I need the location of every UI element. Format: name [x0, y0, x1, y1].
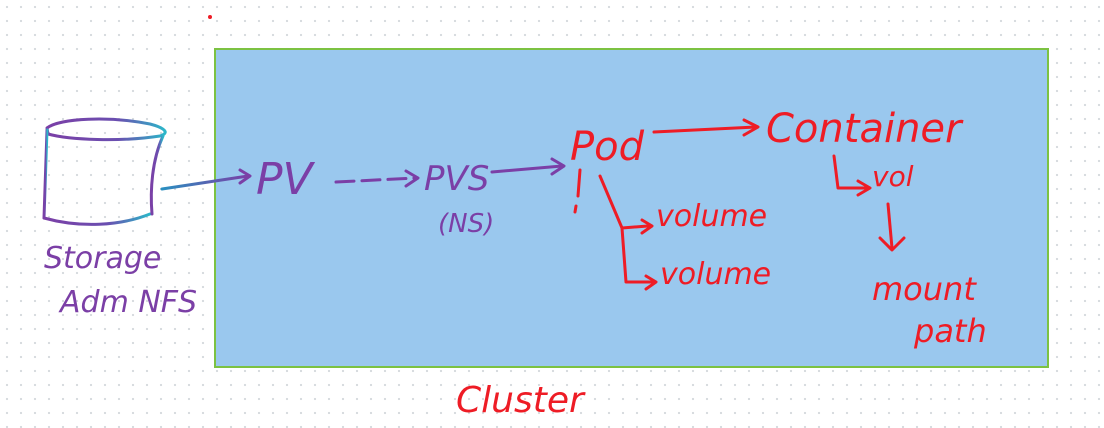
volume-2-label: volume — [660, 257, 771, 292]
container-vol-branch — [832, 154, 870, 190]
storage-label-line1: Storage — [44, 241, 161, 276]
arrowhead-volume-1 — [640, 218, 654, 235]
pvs-namespace-note: (NS) — [438, 209, 494, 239]
storage-cylinder-icon — [42, 117, 167, 226]
cluster-label: Cluster — [456, 380, 586, 421]
pod-label: Pod — [570, 124, 645, 170]
arrowhead-pv-to-pvs — [404, 169, 420, 188]
arrowhead-volume-2 — [644, 274, 658, 291]
arrow-pv-to-pvs — [334, 176, 418, 184]
mount-path-line1: mount — [872, 270, 977, 308]
pv-label: PV — [256, 154, 316, 205]
mount-path-line2: path — [913, 312, 987, 350]
pod-side-mark — [573, 168, 582, 214]
pod-volumes-branch — [598, 174, 654, 284]
container-vol-label: vol — [872, 160, 914, 193]
arrowhead-pod-to-container — [742, 118, 760, 137]
arrowhead-pvs-to-pod — [550, 157, 566, 176]
arrowhead-container-vol — [856, 179, 872, 197]
arrow-storage-to-pv — [160, 174, 250, 191]
cluster-box — [214, 48, 1049, 368]
arrowhead-vol-to-mount — [878, 236, 906, 252]
pvs-label: PVS — [424, 159, 489, 199]
arrowhead-storage-to-pv — [238, 168, 252, 185]
arrow-pod-to-container — [652, 125, 758, 134]
stray-ink-dot — [208, 15, 212, 19]
arrow-vol-to-mount — [886, 202, 894, 250]
arrow-pvs-to-pod — [490, 164, 564, 174]
container-label: Container — [766, 106, 964, 152]
storage-label-line2: Adm NFS — [58, 285, 197, 320]
volume-1-label: volume — [656, 199, 767, 234]
